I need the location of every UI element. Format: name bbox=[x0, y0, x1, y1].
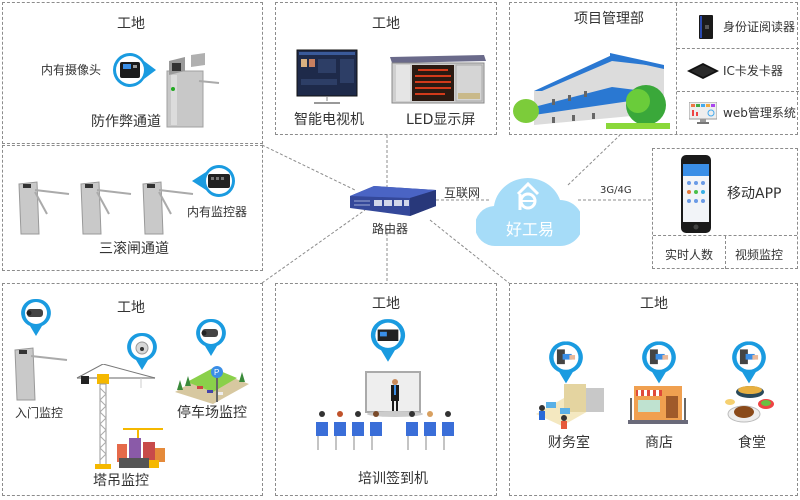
tower-crane-icon bbox=[76, 364, 156, 469]
box-training: 工地 培训签到机 bbox=[275, 283, 497, 496]
box-project-office: 项目管理部 身份证阅读器 IC卡发卡器 bbox=[509, 2, 799, 135]
box-title: 工地 bbox=[372, 16, 400, 32]
id-card-reader-label: 身份证阅读器 bbox=[723, 20, 796, 34]
tripod-turnstile-icon bbox=[18, 181, 70, 235]
crane-monitoring-label: 塔吊监控 bbox=[93, 473, 149, 489]
box-title: 工地 bbox=[117, 16, 145, 32]
internet-link-label: 互联网 bbox=[444, 186, 481, 200]
link-router-bottomleft bbox=[261, 209, 366, 284]
box-anticheat-gate: 工地 内有摄像头 防作弊通道 bbox=[2, 2, 263, 144]
office-building-icon bbox=[513, 53, 670, 129]
web-management-label: web管理系统 bbox=[723, 106, 796, 120]
finance-office-label: 财务室 bbox=[548, 435, 590, 451]
parking-lot-icon: P bbox=[175, 366, 249, 404]
svg-text:P: P bbox=[214, 368, 219, 377]
box-title: 工地 bbox=[640, 296, 668, 312]
canteen-food-icon bbox=[725, 386, 774, 423]
camera-callout-label: 内有摄像头 bbox=[41, 63, 102, 77]
smartphone-icon bbox=[681, 155, 711, 233]
mobile-app-label: 移动APP bbox=[727, 186, 782, 202]
tripod-turnstile-icon bbox=[80, 181, 132, 235]
monitor-controller-pin-icon bbox=[192, 165, 235, 197]
mobile-network-label: 3G/4G bbox=[600, 185, 632, 196]
box-title: 工地 bbox=[117, 300, 145, 316]
training-session-icon bbox=[316, 371, 454, 450]
box-displays: 工地 智能电视机 LED显示屏 bbox=[275, 2, 497, 135]
construction-site-icon bbox=[117, 428, 165, 468]
device-row-web-system: web管理系统 bbox=[677, 92, 799, 134]
card-payment-pin-icon bbox=[642, 341, 676, 384]
router-icon bbox=[350, 186, 436, 216]
device-row-id-reader: 身份证阅读器 bbox=[677, 3, 799, 49]
camera-terminal-pin-icon bbox=[113, 53, 156, 87]
card-payment-pin-icon bbox=[549, 341, 583, 384]
ic-card-issuer-label: IC卡发卡器 bbox=[723, 64, 783, 78]
ic-card-issuer-icon bbox=[687, 63, 719, 79]
entrance-monitoring-label: 入门监控 bbox=[15, 406, 64, 420]
monitor-callout-label: 内有监控器 bbox=[187, 205, 248, 219]
app-feature-row: 实时人数 视频监控 bbox=[653, 235, 797, 269]
box-tripod-gates: 内有监控器 三滚闸通道 bbox=[2, 145, 263, 271]
finance-office-icon bbox=[536, 384, 604, 429]
router-label: 路由器 bbox=[372, 222, 409, 236]
web-management-monitor-icon bbox=[689, 102, 717, 124]
led-screen-label: LED显示屏 bbox=[406, 112, 476, 128]
entrance-turnstile-icon bbox=[14, 347, 68, 401]
id-card-reader-icon bbox=[699, 15, 713, 39]
led-screen-kiosk-icon bbox=[390, 55, 486, 104]
dome-camera-pin-icon bbox=[127, 332, 157, 370]
cloud-platform-icon bbox=[476, 178, 580, 247]
smart-tv-icon bbox=[296, 49, 358, 104]
device-panel: 身份证阅读器 IC卡发卡器 web管理系统 bbox=[676, 3, 799, 134]
training-signin-label: 培训签到机 bbox=[358, 471, 428, 487]
realtime-headcount-feature: 实时人数 bbox=[665, 248, 714, 262]
parking-monitoring-label: 停车场监控 bbox=[177, 405, 247, 421]
video-monitoring-feature: 视频监控 bbox=[735, 248, 784, 262]
box-consumption: 工地 财务室 商店 食堂 bbox=[509, 283, 798, 496]
project-office-title: 项目管理部 bbox=[574, 11, 644, 27]
smart-tv-label: 智能电视机 bbox=[294, 112, 364, 128]
device-row-ic-issuer: IC卡发卡器 bbox=[677, 49, 799, 92]
bullet-camera-pin-icon bbox=[21, 298, 51, 336]
anticheat-gate-icon bbox=[166, 53, 220, 128]
parking-camera-pin-icon bbox=[196, 318, 226, 356]
cloud-brand-label: 好工易 bbox=[506, 220, 555, 239]
box-mobile-app: 移动APP 实时人数 视频监控 bbox=[652, 148, 798, 269]
anticheat-gate-label: 防作弊通道 bbox=[91, 114, 161, 130]
card-payment-pin-icon bbox=[732, 341, 766, 384]
canteen-label: 食堂 bbox=[738, 435, 766, 451]
signin-terminal-pin-icon bbox=[370, 319, 406, 362]
tripod-gates-label: 三滚闸通道 bbox=[99, 241, 169, 257]
shop-label: 商店 bbox=[645, 435, 673, 451]
link-router-topleft bbox=[261, 144, 356, 191]
feature-divider bbox=[725, 236, 726, 269]
box-surveillance: 工地 入门监控 塔吊监控 bbox=[2, 283, 263, 496]
box-title: 工地 bbox=[372, 296, 400, 312]
tripod-turnstile-icon bbox=[142, 181, 194, 235]
shop-icon bbox=[628, 386, 688, 424]
